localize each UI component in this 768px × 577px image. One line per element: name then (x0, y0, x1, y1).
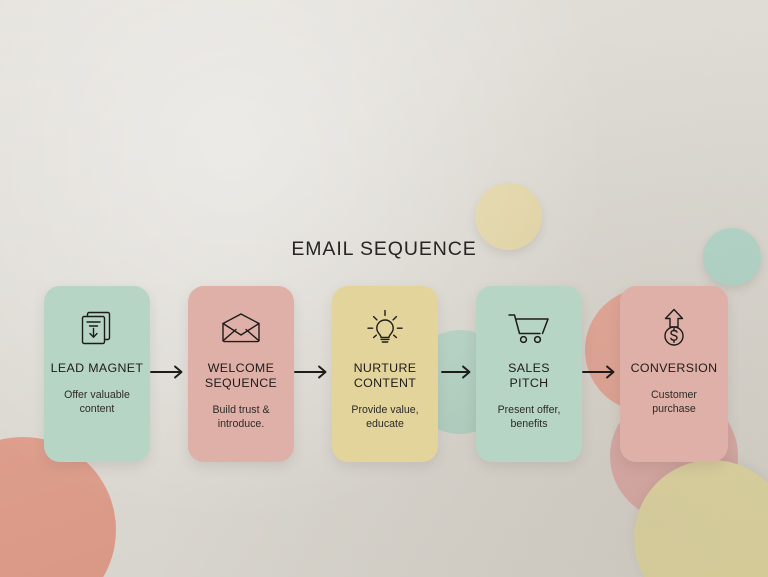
envelope-icon (220, 308, 262, 348)
next-step-arrow (582, 364, 620, 384)
step-title: NURTURE CONTENT (353, 361, 417, 390)
next-step-arrow (294, 364, 332, 384)
step-title: WELCOME SEQUENCE (204, 361, 278, 390)
document-download-icon (80, 308, 114, 348)
step-card-nurture-content[interactable]: NURTURE CONTENT Provide value, educate (332, 286, 438, 462)
step-title: LEAD MAGNET (50, 361, 144, 375)
dollar-up-arrow-icon (658, 308, 690, 348)
mint-circle-right (703, 228, 761, 286)
next-step-arrow (150, 364, 188, 384)
step-description: Provide value, educate (351, 404, 419, 430)
step-title: CONVERSION (630, 361, 718, 375)
email-sequence-flow: LEAD MAGNET Offer valuable content WELCO… (44, 286, 728, 462)
step-title: SALES PITCH (508, 361, 550, 390)
yellow-circle-top (475, 183, 542, 250)
step-description: Present offer, benefits (497, 404, 561, 430)
page-title: EMAIL SEQUENCE (291, 238, 477, 260)
step-card-conversion[interactable]: CONVERSION Customer purchase (620, 286, 728, 462)
step-description: Build trust & introduce. (212, 404, 270, 430)
shopping-cart-icon (507, 308, 551, 348)
lightbulb-idea-icon (365, 308, 405, 348)
step-card-welcome-sequence[interactable]: WELCOME SEQUENCE Build trust & introduce… (188, 286, 294, 462)
step-card-sales-pitch[interactable]: SALES PITCH Present offer, benefits (476, 286, 582, 462)
step-card-lead-magnet[interactable]: LEAD MAGNET Offer valuable content (44, 286, 150, 462)
next-step-arrow (438, 364, 476, 384)
step-description: Offer valuable content (64, 389, 130, 415)
step-description: Customer purchase (651, 389, 697, 415)
